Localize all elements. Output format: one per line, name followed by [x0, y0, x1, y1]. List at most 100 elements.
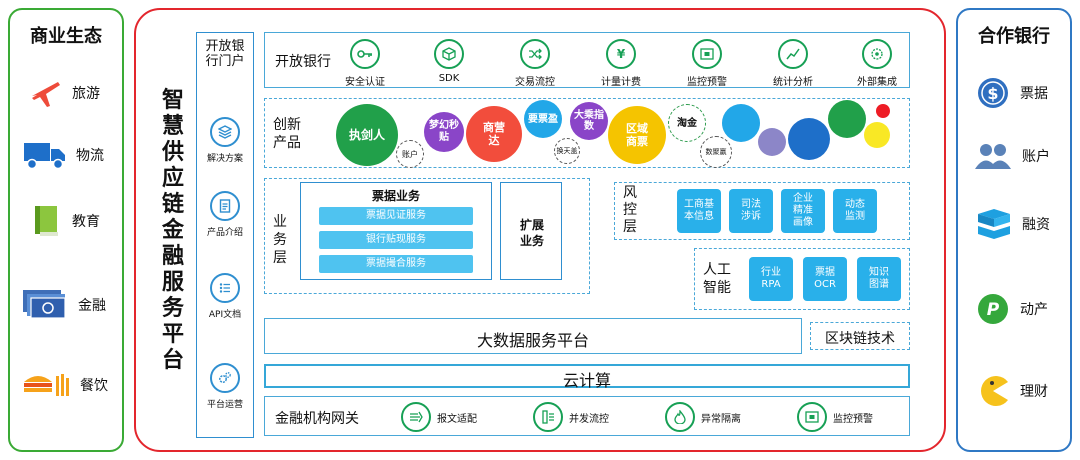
open-label-metering: 计量计费 [601, 77, 641, 88]
svg-text:P: P [987, 300, 1000, 320]
risk-tile-portrait[interactable]: 企业精准画像 [781, 189, 825, 233]
risk-control-title: 风控层 [623, 185, 637, 235]
open-label-integration: 外部集成 [857, 77, 897, 88]
adapter-icon [401, 402, 431, 432]
ticket-item-witness[interactable]: 票据见证服务 [319, 207, 473, 225]
users-icon [974, 142, 1012, 170]
business-ecosystem-panel: 商业生态 旅游 物流 教育 金融 餐饮 [8, 8, 124, 452]
gateway-item-adapter[interactable]: 报文适配 [401, 402, 477, 432]
product-bubble-zhijianren[interactable]: 执剑人 [336, 104, 398, 166]
cloud-computing-bar[interactable]: 云计算 [264, 364, 910, 390]
bigdata-platform-bar[interactable]: 大数据服务平台 [264, 318, 802, 354]
extension-business-title: 扩展业务 [519, 218, 544, 248]
ticket-business-box: 票据业务 票据见证服务 银行贴现服务 票据撮合服务 [300, 182, 492, 280]
product-bubble-shangying[interactable]: 商营达 [466, 106, 522, 162]
pacman-icon [976, 374, 1010, 408]
fire-icon [665, 402, 695, 432]
gateway-item-monitoring[interactable]: 监控预警 [797, 402, 873, 432]
portal-label-api-docs: API文档 [208, 310, 242, 320]
layers-icon [210, 117, 240, 147]
eco-item-logistics[interactable]: 物流 [24, 140, 104, 170]
product-bubble-navy [788, 118, 830, 160]
book-icon [32, 204, 62, 238]
burger-icon [22, 370, 70, 400]
yen-icon: ¥ [606, 39, 636, 69]
eco-label-travel: 旅游 [72, 86, 100, 102]
ai-tile-rpa[interactable]: 行业RPA [749, 257, 793, 301]
business-layer: 业务层 [264, 178, 590, 294]
eco-item-travel[interactable]: 旅游 [28, 76, 100, 110]
open-bank-row: 开放银行 安全认证 SDK 交易流控 ¥ 计量计费 监控预警 统计分析 [264, 32, 910, 88]
gateway-label-flow: 并发流控 [569, 413, 609, 425]
partner-bank-title: 合作银行 [978, 26, 1050, 47]
eco-item-finance[interactable]: 金融 [22, 288, 106, 322]
portal-item-api-docs[interactable]: API文档 [197, 273, 253, 320]
ticket-business-title: 票据业务 [371, 189, 420, 203]
open-item-metering[interactable]: ¥ 计量计费 [597, 39, 645, 88]
portal-title: 开放银行门户 [205, 39, 245, 69]
dollar-coin-icon: $ [976, 76, 1010, 110]
portal-item-products[interactable]: 产品介绍 [197, 191, 253, 238]
product-bubble-datiancheng[interactable]: 大乘指数 [570, 102, 608, 140]
gateway-label-adapter: 报文适配 [437, 413, 477, 425]
risk-control-layer: 风控层 工商基本信息 司法涉诉 企业精准画像 动态监测 [614, 182, 910, 240]
ai-tile-knowledge-graph[interactable]: 知识图谱 [857, 257, 901, 301]
eco-label-catering: 餐饮 [80, 378, 108, 394]
eco-item-education[interactable]: 教育 [32, 204, 100, 238]
product-bubble-taojin[interactable]: 淘金 [668, 104, 706, 142]
open-item-traffic-control[interactable]: 交易流控 [511, 39, 559, 88]
product-bubble-red-dot [876, 104, 890, 118]
bank-item-movable[interactable]: P 动产 [976, 292, 1048, 326]
risk-tile-litigation[interactable]: 司法涉诉 [729, 189, 773, 233]
product-bubble-huantiandi[interactable]: 换天盖 [554, 138, 580, 164]
bank-item-wealth[interactable]: 理财 [976, 374, 1048, 408]
open-item-statistics[interactable]: 统计分析 [769, 39, 817, 88]
ticket-item-discount[interactable]: 银行贴现服务 [319, 231, 473, 249]
monitor-icon [692, 39, 722, 69]
key-icon [350, 39, 380, 69]
portal-item-solutions[interactable]: 解决方案 [197, 117, 253, 164]
gateway-item-isolation[interactable]: 异常隔离 [665, 402, 741, 432]
open-label-monitoring: 监控预警 [687, 77, 727, 88]
blockchain-label: 区块链技术 [825, 331, 895, 347]
bank-item-financing[interactable]: 融资 [976, 208, 1050, 240]
ai-tile-ocr[interactable]: 票据OCR [803, 257, 847, 301]
gateway-item-flow[interactable]: 并发流控 [533, 402, 609, 432]
product-bubble-zhanghu[interactable]: 账户 [396, 140, 424, 168]
innovation-title: 创新产品 [273, 117, 301, 151]
risk-tile-business-info[interactable]: 工商基本信息 [677, 189, 721, 233]
bank-label-bill: 票据 [1020, 86, 1048, 102]
truck-icon [24, 140, 66, 170]
open-label-traffic-control: 交易流控 [515, 77, 555, 88]
monitor-icon [797, 402, 827, 432]
eco-label-logistics: 物流 [76, 148, 104, 164]
bank-item-account[interactable]: 账户 [974, 142, 1050, 170]
product-bubble-shujuku[interactable]: 数聚赢 [700, 136, 732, 168]
ai-title: 人工智能 [703, 262, 731, 296]
shuffle-icon [520, 39, 550, 69]
gateway-title: 金融机构网关 [275, 411, 359, 427]
extension-business-box[interactable]: 扩展业务 [500, 182, 562, 280]
business-layer-title: 业务层 [273, 214, 287, 266]
atom-icon [862, 39, 892, 69]
open-item-sdk[interactable]: SDK [425, 39, 473, 84]
product-bubble-menghuan[interactable]: 梦幻秒贴 [424, 112, 464, 152]
open-bank-title: 开放银行 [275, 54, 331, 70]
portal-item-operations[interactable]: 平台运营 [197, 363, 253, 410]
risk-tile-monitoring[interactable]: 动态监测 [833, 189, 877, 233]
open-item-integration[interactable]: 外部集成 [853, 39, 901, 88]
blockchain-box[interactable]: 区块链技术 [810, 322, 910, 350]
ticket-item-matching[interactable]: 票据撮合服务 [319, 255, 473, 273]
eco-label-finance: 金融 [78, 298, 106, 314]
product-bubble-yaopiaoying[interactable]: 要票盈 [524, 100, 562, 138]
boxes-icon [976, 208, 1012, 240]
open-item-security-auth[interactable]: 安全认证 [341, 39, 389, 88]
bank-item-bill[interactable]: $ 票据 [976, 76, 1048, 110]
eco-item-catering[interactable]: 餐饮 [22, 370, 108, 400]
chart-icon [778, 39, 808, 69]
open-item-monitoring[interactable]: 监控预警 [683, 39, 731, 88]
platform-title: 智慧供应链金融服务平台 [161, 88, 184, 373]
product-bubble-quyu[interactable]: 区域商票 [608, 106, 666, 164]
portal-label-operations: 平台运营 [206, 400, 243, 410]
bank-label-wealth: 理财 [1020, 384, 1048, 400]
